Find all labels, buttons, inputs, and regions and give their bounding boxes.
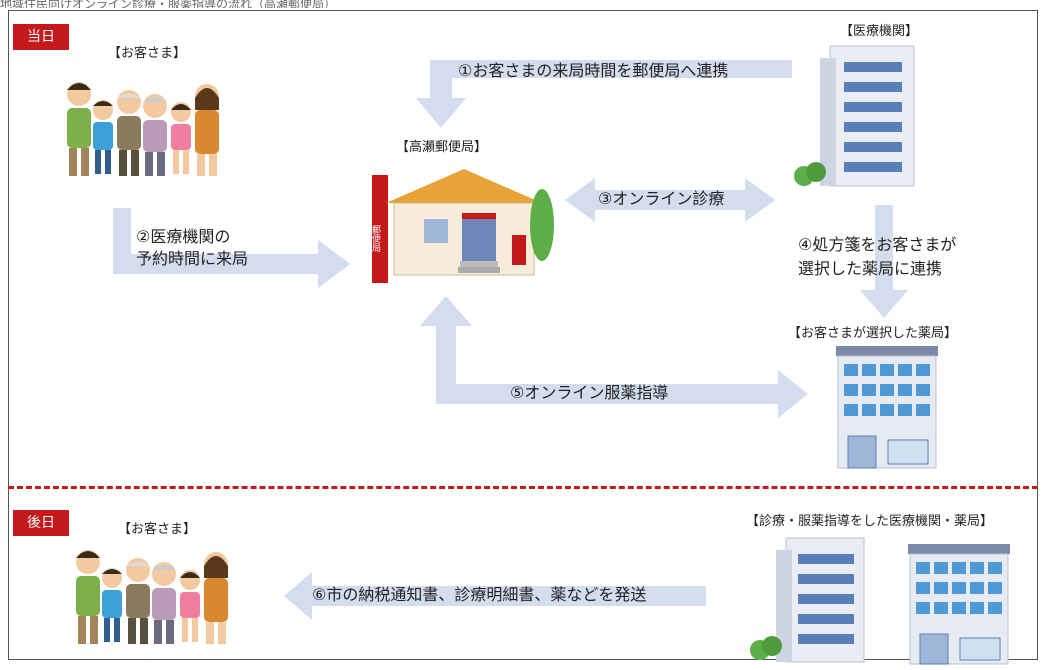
tree-icon: [530, 189, 554, 261]
person-grandpa-icon: [117, 90, 141, 176]
step6-text: ⑥市の納税通知書、診療明細書、薬などを発送: [312, 585, 647, 604]
arrow-step2: [113, 208, 350, 288]
step2-text-line1: ②医療機関の: [136, 227, 231, 246]
step1-text: ①お客さまの来局時間を郵便局へ連携: [458, 61, 729, 80]
post-sign-text: 郵便局: [370, 224, 381, 253]
person-boy-icon: [93, 100, 113, 174]
person-dad-icon: [67, 82, 91, 176]
person-boy-icon: [102, 568, 122, 642]
person-grandpa-icon: [126, 558, 150, 644]
step4-text-line1: ④処方箋をお客さまが: [798, 235, 957, 254]
step5-text: ⑤オンライン服薬指導: [510, 383, 669, 402]
medical-pharmacy-label: 【診療・服薬指導をした医療機関・薬局】: [746, 514, 994, 529]
arrow-step4: [860, 205, 908, 318]
pharmacy-label: 【お客さまが選択した薬局】: [788, 326, 958, 341]
arrow-step1: [416, 60, 792, 128]
arrow-step3: [565, 178, 775, 222]
today-badge: 当日: [13, 24, 69, 50]
later-badge: 後日: [13, 510, 69, 536]
post-office-label: 【高瀬郵便局】: [396, 140, 488, 155]
person-grandma-icon: [152, 562, 176, 644]
medical-label: 【医療機関】: [840, 24, 919, 39]
person-girl-icon: [171, 102, 191, 174]
person-dad-icon: [76, 550, 100, 644]
header-fragment: 地域住民向けオンライン診療・服薬指導の流れ（高瀬郵便局）: [0, 0, 337, 8]
step4-text-line2: 選択した薬局に連携: [798, 259, 943, 278]
customer-later-label: 【お客さま】: [118, 522, 197, 537]
family-illustration-later: [76, 550, 228, 644]
mailbox-icon: [512, 235, 526, 265]
step3-text: ③オンライン診療: [598, 189, 725, 208]
section-divider: [8, 486, 1038, 489]
post-sign-pole-icon: [372, 175, 388, 283]
diagram-frame: [8, 10, 1038, 660]
family-illustration: [67, 82, 219, 176]
person-girl-icon: [180, 570, 200, 642]
customer-label: 【お客さま】: [108, 46, 187, 61]
person-grandma-icon: [143, 94, 167, 176]
post-office-roof-icon: [386, 169, 542, 203]
pharmacy-building-illustration: [836, 346, 938, 469]
medical-building-illustration: [794, 45, 915, 187]
arrow-step5: [420, 296, 808, 418]
step2-text-line2: 予約時間に来局: [136, 249, 249, 268]
person-mom-icon: [204, 552, 228, 644]
post-office-illustration: 郵便局: [370, 169, 554, 283]
arrow-step6: [284, 572, 706, 620]
medical-building-later-illustration: [750, 537, 865, 663]
person-mom-icon: [195, 84, 219, 176]
pharmacy-building-later-illustration: [908, 544, 1010, 665]
